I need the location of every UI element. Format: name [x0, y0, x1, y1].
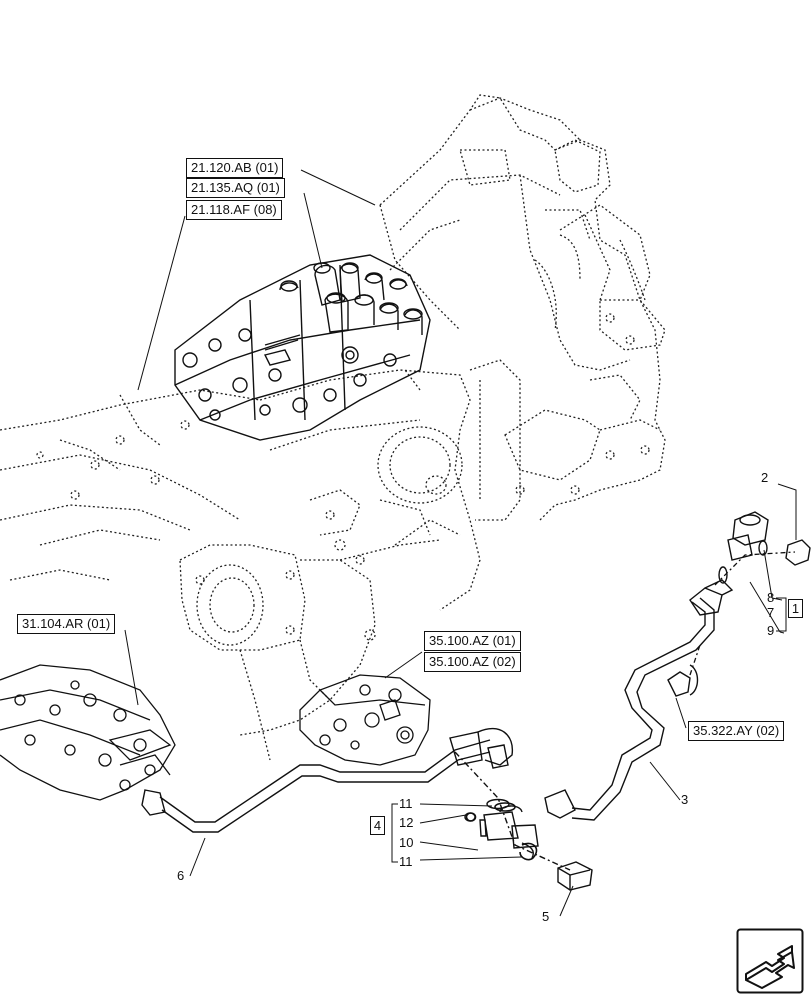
- callout-3: 3: [681, 792, 689, 807]
- next-arrow-icon[interactable]: [736, 928, 804, 994]
- callout-2: 2: [761, 470, 769, 485]
- ref-label-21-120-ab[interactable]: 21.120.AB (01): [186, 158, 284, 178]
- kit-box-4: 4: [370, 816, 385, 835]
- callout-10: 10: [399, 835, 414, 850]
- callout-9: 9: [767, 623, 775, 638]
- callout-11-bottom: 11: [399, 854, 413, 869]
- center-valve-block: [299, 674, 431, 766]
- ref-label-35-100-az-02[interactable]: 35.100.AZ (02): [424, 652, 521, 672]
- assembly-axis: [454, 751, 571, 871]
- callout-7: 7: [767, 605, 775, 620]
- ref-label-35-100-az-01[interactable]: 35.100.AZ (01): [424, 631, 521, 651]
- leader-lines: [124, 169, 803, 917]
- transmission-housing: [0, 94, 666, 761]
- ref-label-21-118-af[interactable]: 21.118.AF (08): [186, 200, 282, 220]
- upper-valve-assembly: [174, 254, 431, 441]
- ref-label-21-135-aq[interactable]: 21.135.AQ (01): [186, 178, 285, 198]
- callout-8: 8: [767, 590, 775, 605]
- next-arrow-icon-graphic: [736, 928, 804, 994]
- ref-label-35-322-ay[interactable]: 35.322.AY (02): [688, 721, 785, 741]
- callout-12: 12: [399, 815, 414, 830]
- fitting-axis: [689, 551, 796, 676]
- callout-11-top: 11: [399, 796, 413, 811]
- callout-5: 5: [542, 909, 550, 924]
- seals: [465, 802, 538, 861]
- nut-5: [557, 861, 593, 891]
- kit-box-1: 1: [788, 599, 803, 618]
- callout-6: 6: [177, 868, 185, 883]
- pipe-6: [141, 727, 514, 833]
- pipe-3: [544, 579, 734, 821]
- ref-label-31-104-ar[interactable]: 31.104.AR (01): [17, 614, 116, 634]
- left-valve-block: [0, 664, 176, 801]
